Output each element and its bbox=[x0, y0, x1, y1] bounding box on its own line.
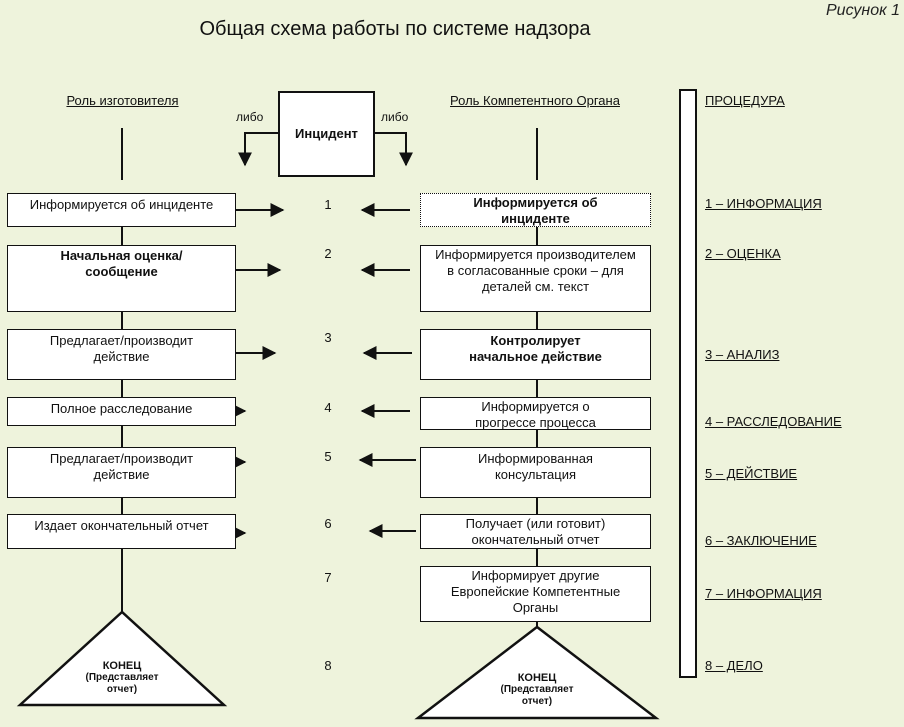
authority-step-5-label: Информированная консультация bbox=[478, 451, 593, 482]
manufacturer-step-4-label: Полное расследование bbox=[50, 401, 193, 416]
step-number-6: 6 bbox=[324, 516, 332, 531]
authority-step-6-label: Получает (или готовит) окончательный отч… bbox=[465, 516, 606, 547]
either-right-label: либо bbox=[381, 110, 409, 124]
manufacturer-step-2: Начальная оценка/ сообщение bbox=[7, 245, 236, 312]
arrow-either-left bbox=[238, 132, 278, 167]
end-right-note: (Представляет отчет) bbox=[500, 684, 574, 707]
step-number-2: 2 bbox=[324, 246, 332, 261]
procedure-column-header: ПРОЦЕДУРА bbox=[705, 93, 785, 108]
authority-step-2: Информируется производителем в согласова… bbox=[420, 245, 651, 312]
end-left-text: КОНЕЦ (Представляет отчет) bbox=[62, 660, 182, 696]
authority-step-2-label: Информируется производителем в согласова… bbox=[435, 247, 636, 294]
procedure-step-3: 3 – АНАЛИЗ bbox=[705, 347, 780, 362]
end-right-label: КОНЕЦ bbox=[517, 672, 557, 684]
authority-step-1-label: Информируется об инциденте bbox=[473, 195, 598, 226]
arrow-either-right bbox=[375, 132, 413, 167]
step-number-8: 8 bbox=[324, 658, 332, 673]
end-triangle-right bbox=[414, 625, 660, 720]
authority-step-3-label: Контролирует начальное действие bbox=[469, 333, 602, 364]
manufacturer-step-5: Предлагает/производит действие bbox=[7, 447, 236, 498]
authority-step-7: Информирует другие Европейские Компетент… bbox=[420, 566, 651, 622]
manufacturer-step-3-label: Предлагает/производит действие bbox=[49, 333, 194, 364]
manufacturer-step-6-label: Издает окончательный отчет bbox=[34, 518, 209, 533]
authority-step-1: Информируется об инциденте bbox=[420, 193, 651, 227]
procedure-step-4: 4 – РАССЛЕДОВАНИЕ bbox=[705, 414, 842, 429]
manufacturer-step-5-label: Предлагает/производит действие bbox=[49, 451, 194, 482]
procedure-step-5: 5 – ДЕЙСТВИЕ bbox=[705, 466, 798, 481]
end-left-label: КОНЕЦ bbox=[102, 660, 142, 672]
manufacturer-step-1-label: Информируется об инциденте bbox=[29, 197, 214, 212]
procedure-step-1: 1 – ИНФОРМАЦИЯ bbox=[705, 196, 822, 211]
procedure-step-2: 2 – ОЦЕНКА bbox=[705, 246, 781, 261]
procedure-step-7: 7 – ИНФОРМАЦИЯ bbox=[705, 586, 822, 601]
incident-box: Инцидент bbox=[278, 91, 375, 177]
incident-label: Инцидент bbox=[295, 126, 358, 141]
figure-label: Рисунок 1 bbox=[826, 2, 900, 19]
manufacturer-step-3: Предлагает/производит действие bbox=[7, 329, 236, 380]
authority-step-4-label: Информируется о прогрессе процесса bbox=[475, 399, 596, 430]
authority-step-4: Информируется о прогрессе процесса bbox=[420, 397, 651, 430]
step-number-4: 4 bbox=[324, 400, 332, 415]
step-number-5: 5 bbox=[324, 449, 332, 464]
manufacturer-step-1: Информируется об инциденте bbox=[7, 193, 236, 227]
authority-column-header: Роль Компетентного Органа bbox=[450, 93, 620, 108]
end-right-text: КОНЕЦ (Представляет отчет) bbox=[477, 672, 597, 708]
step-number-7: 7 bbox=[324, 570, 332, 585]
either-left-label: либо bbox=[236, 110, 264, 124]
procedure-step-8: 8 – ДЕЛО bbox=[705, 658, 763, 673]
end-triangle-left bbox=[16, 610, 228, 707]
manufacturer-step-4: Полное расследование bbox=[7, 397, 236, 426]
authority-step-5: Информированная консультация bbox=[420, 447, 651, 498]
step-number-1: 1 bbox=[324, 197, 332, 212]
authority-step-7-label: Информирует другие Европейские Компетент… bbox=[450, 568, 621, 615]
procedure-bar bbox=[679, 89, 697, 678]
manufacturer-step-2-label: Начальная оценка/ сообщение bbox=[60, 248, 183, 279]
manufacturer-column-header: Роль изготовителя bbox=[66, 93, 179, 108]
step-number-3: 3 bbox=[324, 330, 332, 345]
procedure-step-6: 6 – ЗАКЛЮЧЕНИЕ bbox=[705, 533, 817, 548]
authority-step-6: Получает (или готовит) окончательный отч… bbox=[420, 514, 651, 549]
authority-step-3: Контролирует начальное действие bbox=[420, 329, 651, 380]
manufacturer-step-6: Издает окончательный отчет bbox=[7, 514, 236, 549]
page-title: Общая схема работы по системе надзора bbox=[199, 18, 591, 40]
end-left-note: (Представляет отчет) bbox=[85, 672, 159, 695]
